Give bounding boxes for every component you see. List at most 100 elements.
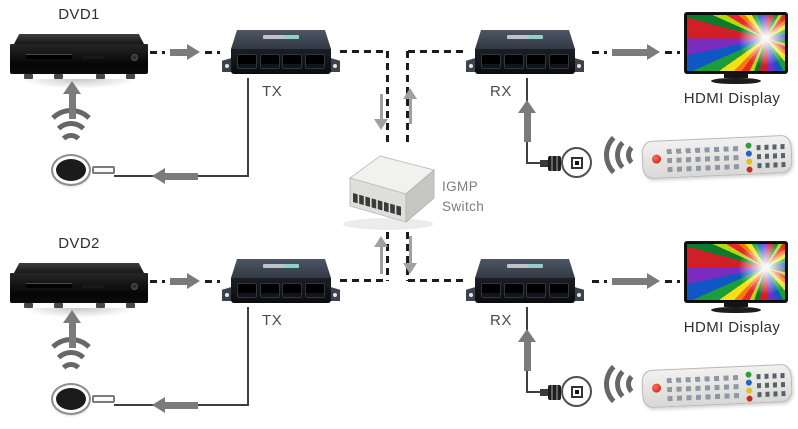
tv-stand-neck — [724, 74, 748, 78]
port-icon — [526, 54, 547, 69]
ir-eye-lens — [561, 376, 592, 407]
dvd-display-window — [82, 56, 104, 59]
ir-sensor-window — [571, 386, 583, 398]
hdmi-display — [684, 12, 790, 88]
port-icon — [548, 283, 569, 298]
port-icon — [304, 283, 325, 298]
dvd-foot — [126, 74, 135, 79]
remote-button-row — [756, 373, 785, 380]
ir-cable-plug — [540, 389, 550, 396]
remote-blue-button — [745, 150, 753, 157]
port-icon — [526, 283, 547, 298]
wave-arc — [615, 135, 638, 175]
arrow-ir-to-rx — [518, 329, 536, 371]
arrow-ir-to-rx — [518, 100, 536, 142]
ir-return-line-vertical — [247, 307, 249, 406]
wave-arc — [615, 364, 638, 404]
port-icon — [503, 54, 524, 69]
ir-waves-left-icon — [604, 128, 638, 182]
remote-green-button — [745, 371, 752, 378]
extender-top-panel — [475, 30, 575, 49]
ir-emitter-head — [51, 154, 91, 186]
remote-button-row — [757, 391, 786, 398]
dvd-power-button-icon — [131, 54, 138, 61]
wave-arc — [626, 371, 638, 397]
trunk-dash-rx1 — [408, 50, 466, 53]
dash-segment — [592, 279, 607, 283]
ir-receiver-eye — [540, 375, 596, 409]
tx-label: TX — [262, 312, 283, 329]
signal-row-2: DVD2 — [0, 229, 798, 429]
dvd-top-panel — [14, 263, 144, 273]
arrow-left-to-emitter — [152, 397, 198, 413]
dash-segment — [592, 50, 607, 54]
ir-return-line-vertical — [247, 78, 249, 177]
arrow-ir-to-source — [63, 310, 81, 348]
port-icon — [282, 54, 303, 69]
rx-label: RX — [490, 312, 513, 329]
port-icon — [481, 283, 502, 298]
remote-blue-button — [745, 379, 753, 386]
dash-segment — [205, 50, 220, 54]
remote-red-button — [746, 166, 753, 173]
remote-power-button-icon — [651, 154, 662, 164]
tv-stand-neck — [724, 303, 748, 307]
arrow-source-to-tx — [150, 273, 220, 289]
flow-arrow-up-icon — [402, 88, 418, 124]
brand-logo — [263, 35, 299, 39]
signal-row-1: DVD1 — [0, 0, 798, 212]
remote-control — [641, 363, 793, 409]
arrow-right-icon — [612, 273, 660, 289]
ir-pickup-line-horizontal — [526, 391, 550, 393]
tv-screen — [687, 244, 785, 300]
ir-emitter-plug — [92, 166, 115, 174]
trunk-dash-tx1 — [340, 50, 387, 53]
trunk-dash-down-from-switch — [406, 232, 409, 281]
extender-front-panel — [475, 49, 575, 74]
switch-label: IGMP Switch — [442, 179, 485, 214]
port-icon — [259, 54, 280, 69]
extender-top-panel — [231, 259, 331, 278]
dvd-foot — [24, 74, 33, 79]
ir-emitter-plug — [92, 395, 115, 403]
remote-button-row — [667, 154, 742, 164]
switch-graphic — [343, 155, 436, 230]
wave-arc — [51, 121, 91, 152]
dvd-foot — [96, 74, 105, 79]
tv-screen — [687, 15, 785, 71]
remote-button-row — [667, 383, 742, 393]
remote-button-row — [667, 163, 742, 173]
trunk-dash-rx2 — [408, 279, 466, 282]
wave-arc — [58, 362, 84, 381]
brand-logo — [507, 264, 543, 268]
port-icon — [237, 54, 258, 69]
tv-stand-base — [711, 307, 761, 313]
tv-frame — [684, 12, 788, 74]
trunk-dash-up-to-switch — [386, 232, 389, 281]
ir-cable-plug — [540, 160, 550, 167]
dash-segment — [205, 279, 220, 283]
disc-tray-icon — [26, 283, 72, 288]
extender-top-panel — [231, 30, 331, 49]
arrow-rx-to-display — [592, 273, 680, 289]
remote-button-row — [757, 162, 786, 169]
source-label: DVD1 — [58, 6, 100, 23]
port-icon — [481, 54, 502, 69]
tv-frame — [684, 241, 788, 303]
brand-logo — [263, 264, 299, 268]
trunk-dash-tx2 — [340, 279, 387, 282]
wave-arc — [626, 142, 638, 168]
rx-label: RX — [490, 83, 513, 100]
ir-waves-left-icon — [604, 357, 638, 411]
ir-emitter — [51, 383, 119, 419]
remote-yellow-button — [746, 387, 753, 394]
port-icon — [548, 54, 569, 69]
port-icon — [237, 283, 258, 298]
brand-logo — [507, 35, 543, 39]
remote-button-row — [756, 144, 785, 151]
remote-green-button — [745, 142, 752, 149]
flow-arrow-down-icon — [373, 94, 389, 130]
ir-receiver-eye — [540, 146, 596, 180]
remote-button-row — [666, 145, 741, 155]
tv-stand-base — [711, 78, 761, 84]
